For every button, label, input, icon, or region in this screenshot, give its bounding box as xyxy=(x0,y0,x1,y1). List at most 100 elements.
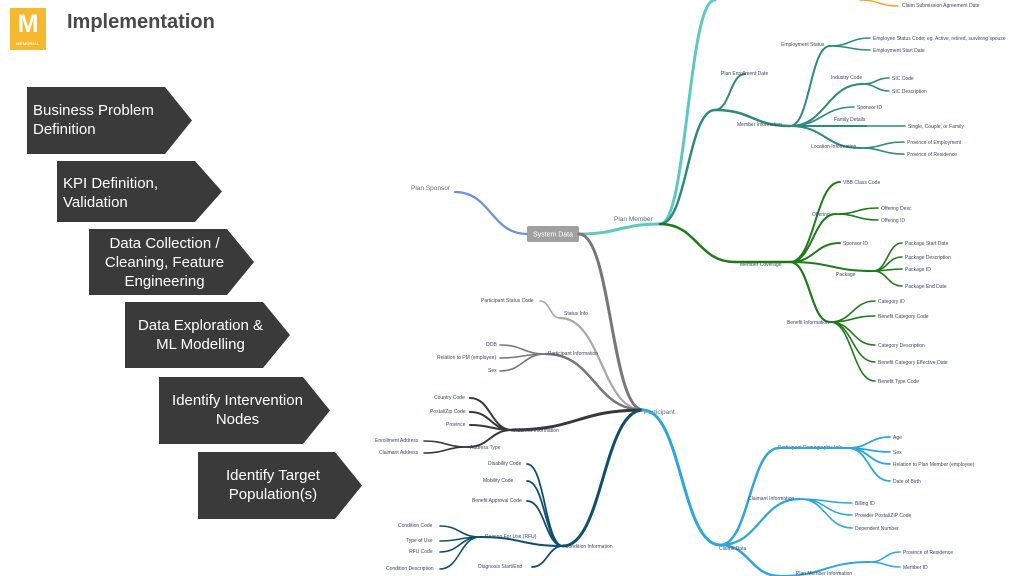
step-label-line: Population(s) xyxy=(228,486,318,503)
mindmap-node-package: Package xyxy=(836,272,856,278)
mindmap-node-rfu-code: RFU Code xyxy=(409,549,433,555)
mindmap-node-disability-code: Disability Code xyxy=(488,461,522,467)
mindmap-edge xyxy=(539,300,561,319)
step-label-line: Nodes xyxy=(215,411,260,428)
mindmap-node-package-id: Package ID xyxy=(905,267,931,273)
step-arrow-shape xyxy=(27,87,192,154)
mindmap-node-province-residence-1: Province of Residence xyxy=(907,152,957,158)
mindmap-node-relation-pm: Relation to PM (employee) xyxy=(437,355,497,361)
mindmap-edge xyxy=(439,536,481,570)
mindmap-edge xyxy=(714,73,746,111)
mindmap-edge xyxy=(558,316,645,412)
mindmap-node-relation-plan-member: Relation to Plan Member (employee) xyxy=(893,462,975,468)
mindmap-node-participant: Participant xyxy=(644,409,675,416)
mindmap-node-sic-description: SIC Description xyxy=(892,89,927,95)
mindmap-edge xyxy=(869,551,901,563)
mindmap-edge xyxy=(469,424,513,431)
step-label-line: Validation xyxy=(63,194,128,211)
mindmap-edge xyxy=(439,525,481,538)
mindmap-node-provider-postal: Provider Postal/ZIP Code xyxy=(855,513,912,519)
step-label-line: Definition xyxy=(33,121,96,138)
mindmap-edge xyxy=(799,498,853,529)
mindmap-edge xyxy=(499,353,547,372)
mindmap-edge xyxy=(869,561,901,568)
mindmap-edge xyxy=(467,429,513,448)
mindmap-node-benefit-type-code: Benefit Type Code xyxy=(878,379,919,385)
step-label: Data Exploration &ML Modelling xyxy=(125,316,276,354)
mindmap-node-offering: Offering xyxy=(812,212,830,218)
mindmap-node-participant-information: Participant Information xyxy=(548,351,598,357)
mindmap-node-plan-member-information: Plan Member Information xyxy=(796,571,852,576)
mindmap-node-category-id: Category ID xyxy=(878,299,905,305)
mindmap-node-claimant-information: Claimant Information xyxy=(748,496,794,502)
mindmap-node-sex-1: Sex xyxy=(488,368,497,374)
step-label-line: Identify Intervention xyxy=(172,392,303,409)
mindmap-edge xyxy=(789,125,861,149)
mindmap-node-dob: DOB xyxy=(486,342,498,348)
mindmap-edge xyxy=(847,436,891,449)
mindmap-edge xyxy=(561,408,645,548)
mindmap-node-address-information: Address Information xyxy=(514,428,559,434)
mindmap-node-plan-member: Plan Member xyxy=(614,216,653,223)
mindmap-edge xyxy=(859,147,905,155)
mindmap-node-offering-id: Offering ID xyxy=(881,218,905,224)
mindmap-node-hub: System Data xyxy=(533,232,573,239)
mindmap-node-employment-status: Employment Status xyxy=(781,42,825,48)
mindmap-edge xyxy=(577,222,662,236)
mindmap-edge xyxy=(859,141,905,149)
step-label-line: ML Modelling xyxy=(156,336,245,353)
mindmap-node-benefit-approval-code: Benefit Approval Code xyxy=(472,498,522,504)
mindmap-edge xyxy=(423,446,469,454)
mindmap-edge xyxy=(788,260,832,324)
logo-subtext: MEMORIAL xyxy=(16,41,40,46)
mindmap-node-country-code: Country Code xyxy=(434,395,465,401)
mindmap-edge xyxy=(859,0,899,7)
mindmap-edge xyxy=(829,37,871,47)
mindmap-node-benefit-category-effective-date: Benefit Category Effective Date xyxy=(878,360,948,366)
mindmap-node-employment-start-date: Employment Start Date xyxy=(873,48,925,54)
mindmap-edge xyxy=(789,181,841,263)
step-label-line: Cleaning, Feature xyxy=(104,254,225,271)
mindmap-node-claims-data: Claims Data xyxy=(719,546,746,552)
mindmap-node-benefit-information: Benefit Information xyxy=(787,320,829,326)
mindmap-node-package-description: Package Description xyxy=(905,255,951,261)
page-title: Implementation xyxy=(67,11,215,33)
mindmap-edge xyxy=(713,108,792,128)
mindmap-node-industry-code: Industry Code xyxy=(831,75,862,81)
step-label-line: KPI Definition, xyxy=(63,175,159,192)
mindmap-node-reason-for-use: Reason For Use (RFU) xyxy=(485,534,537,540)
mindmap-node-category-description: Category Description xyxy=(878,343,925,349)
mindmap-edge xyxy=(658,108,717,226)
mindmap-edge xyxy=(862,77,890,85)
step-label-line: Engineering xyxy=(124,273,205,290)
step-arrow-shape xyxy=(57,161,222,222)
mindmap-node-vbb-class-code: VBB Class Code xyxy=(843,180,880,186)
mindmap-node-package-end-date: Package End Date xyxy=(905,284,947,290)
mindmap-node-condition-information: Condition Information xyxy=(565,544,613,550)
step-label-line: Identify Target xyxy=(226,467,320,484)
mindmap-node-sponsor-id-2: Sponsor ID xyxy=(843,241,868,247)
mindmap-node-sic-code: SIC Code xyxy=(892,76,914,82)
step-label: KPI Definition, Validation xyxy=(63,174,158,212)
mindmap-edge xyxy=(835,207,879,215)
mindmap-node-province: Province xyxy=(446,422,466,428)
mindmap-edge xyxy=(479,536,564,547)
mindmap-node-offering-desc: Offering Desc xyxy=(881,206,912,212)
step-label-line: Business Problem xyxy=(33,102,154,119)
company-logo: M MEMORIAL xyxy=(10,8,46,50)
mindmap-node-plan-enrollment-date: Plan Enrollment Date xyxy=(721,71,768,77)
step-label-line: Data Collection / xyxy=(109,235,220,252)
mindmap-edge xyxy=(641,408,722,547)
mindmap-edge xyxy=(829,45,871,51)
mindmap-node-status-info: Status Info xyxy=(564,311,588,317)
mindmap-node-condition-code: Condition Code xyxy=(398,523,433,529)
mindmap-node-type-of-use: Type of Use xyxy=(406,538,433,544)
mindmap-node-location-information: Location Information xyxy=(811,144,857,150)
mindmap-node-diagnosis-start-end: Diagnosis Start/End xyxy=(478,564,522,570)
mindmap-node-province-employment: Province of Employment xyxy=(907,140,962,146)
mindmap-node-member-information: Member Information xyxy=(737,122,782,128)
